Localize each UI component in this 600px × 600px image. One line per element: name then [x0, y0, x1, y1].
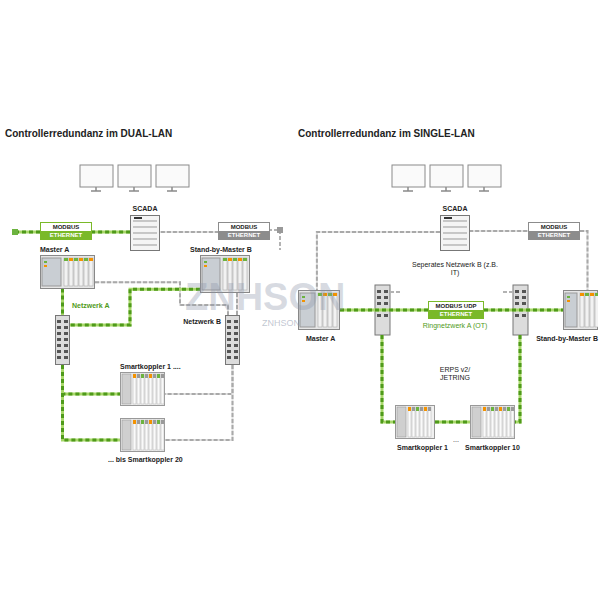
tag-text: ETHERNET [529, 231, 579, 239]
device-icon [470, 405, 515, 439]
device-label: SCADA [133, 204, 158, 213]
connector-stroke [340, 309, 428, 312]
connector-stroke [63, 365, 121, 440]
device-icon [130, 215, 160, 251]
device-icon [40, 255, 95, 289]
network-a-line [92, 231, 130, 233]
network-a-line [484, 310, 563, 311]
protocol-tag: MODBUS UDPETHERNET [428, 301, 484, 319]
protocol-tag: MODBUSETHERNET [40, 222, 92, 240]
connector-stroke [470, 230, 528, 233]
network-b-line [165, 365, 233, 440]
device-label: Smartkoppler 1 .... [120, 362, 181, 371]
network-a-line [435, 422, 470, 423]
device-icon [120, 372, 165, 406]
device-label: SCADA [443, 204, 468, 213]
connector-stroke [63, 365, 121, 394]
connector-stroke [165, 365, 233, 440]
network-switch: Netzwerk A [55, 315, 70, 365]
connector-stroke [61, 289, 65, 315]
device-label: Netzwerk B [183, 317, 221, 326]
device-label: Smartkoppler 1 [397, 443, 448, 452]
protocol-tag: MODBUSETHERNET [218, 222, 270, 240]
controller-box: Stand-by-Master B [563, 290, 598, 330]
device-icon [395, 405, 435, 439]
network-label: Ringnetzwerk A (OT) [400, 322, 510, 330]
smart-coupler: ... bis Smartkoppler 20 [120, 418, 165, 452]
device-icon [225, 315, 240, 365]
tag-text: MODBUS UDP [429, 302, 483, 310]
connector-stroke [470, 230, 528, 233]
tag-text: ETHERNET [41, 231, 91, 239]
scada-server: SCADA [440, 215, 470, 251]
network-a-line [340, 310, 428, 311]
connector-stroke [340, 309, 428, 312]
device-icon [440, 215, 470, 251]
tag-text: MODBUS [529, 223, 579, 231]
protocol-label: ERPS v2/ JETRING [430, 366, 480, 382]
scada-server: SCADA [130, 215, 160, 251]
network-label: Seperates Netzwerk B (z.B. IT) [410, 261, 500, 277]
device-label: Master A [306, 334, 335, 343]
watermark: ZNHSON [185, 276, 345, 320]
network-b-line [580, 231, 588, 290]
connector-stroke [580, 231, 588, 290]
controller-box: Master A [40, 255, 95, 289]
smart-coupler: Smartkoppler 1 [395, 405, 435, 439]
ring-line [15, 232, 520, 422]
device-label: Stand-by-Master B [536, 334, 598, 343]
connector-stroke [580, 231, 588, 290]
connector-stroke [63, 365, 121, 394]
device-label: Master A [40, 245, 69, 254]
connector-stroke [435, 421, 470, 424]
connector-stroke [160, 230, 218, 233]
device-label: Netzwerk A [72, 301, 109, 310]
tag-text: MODBUS [219, 223, 269, 231]
protocol-tag: MODBUSETHERNET [528, 222, 580, 240]
network-a-line [62, 289, 64, 315]
tag-text: MODBUS [41, 223, 91, 231]
device-label: ... bis Smartkoppler 20 [108, 455, 183, 464]
network-a-line [70, 289, 200, 325]
connector-stroke [70, 289, 200, 325]
connector-stroke [92, 230, 130, 234]
connector-stroke [165, 365, 233, 440]
smart-coupler: Smartkoppler 1 .... [120, 372, 165, 406]
device-icon [55, 315, 70, 365]
connector-stroke [92, 230, 130, 234]
ellipsis-label: ... [453, 436, 459, 444]
network-b-line [160, 231, 218, 233]
tag-text: ETHERNET [429, 310, 483, 318]
monitor-stand [91, 187, 489, 191]
diagram-title: Controllerredundanz im DUAL-LAN [5, 128, 172, 140]
connector-stroke [484, 309, 563, 312]
connector-stroke [63, 365, 121, 440]
connector-stroke [70, 289, 200, 325]
network-b-line [470, 231, 528, 233]
device-icon [563, 290, 598, 330]
watermark: ZNHSON [262, 318, 300, 328]
network-a-line [63, 365, 121, 440]
network-switch: Netzwerk B [225, 315, 240, 365]
connector-stroke [435, 421, 470, 424]
connector-stroke [61, 289, 65, 315]
device-label: Stand-by-Master B [190, 245, 252, 254]
smart-coupler: Smartkoppler 10 [470, 405, 515, 439]
connector-stroke [484, 309, 563, 312]
device-label: Smartkoppler 10 [465, 443, 520, 452]
diagram-title: Controllerredundanz im SINGLE-LAN [298, 128, 475, 140]
monitor-group [80, 165, 501, 187]
network-a-line [63, 365, 121, 394]
tag-text: ETHERNET [219, 231, 269, 239]
connector-stroke [160, 230, 218, 233]
device-icon [120, 418, 165, 452]
